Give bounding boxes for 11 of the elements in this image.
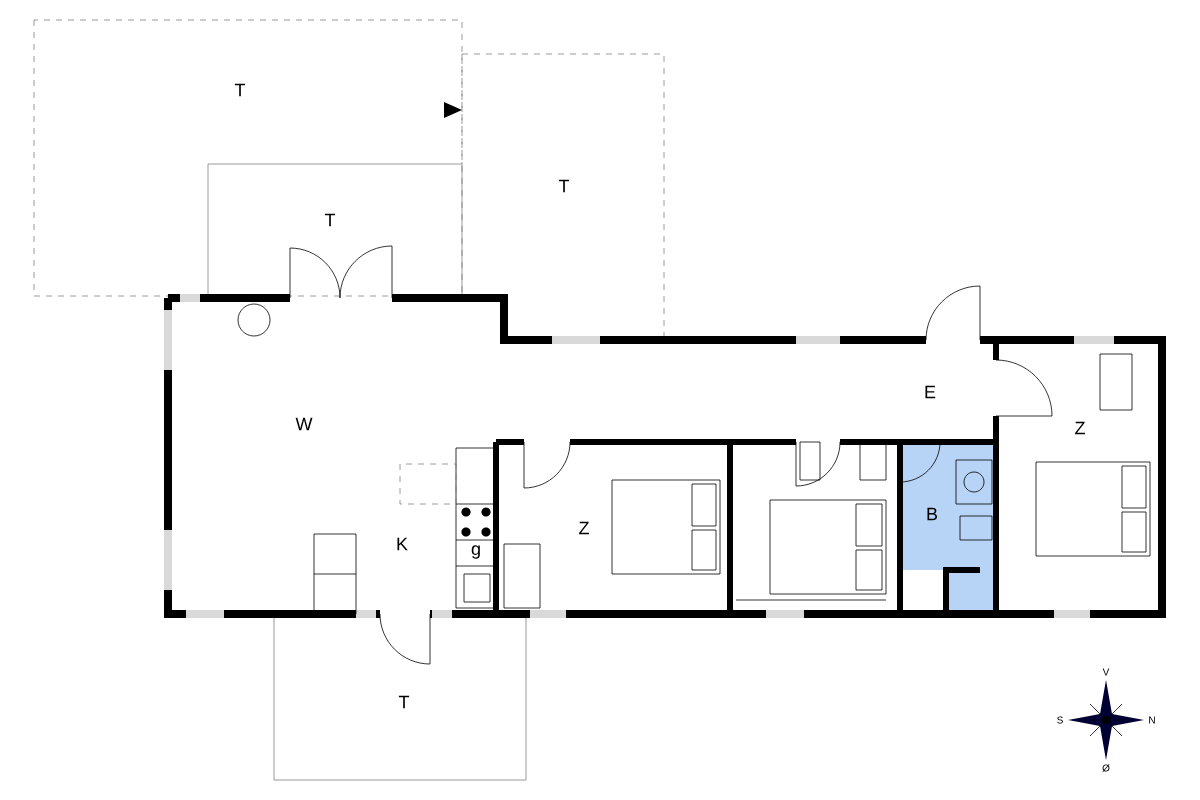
room-label: W [295, 417, 313, 431]
room-label: g [471, 545, 480, 559]
room-label: T [558, 179, 570, 193]
room-label: T [234, 83, 246, 97]
room-label: Z [579, 521, 589, 535]
room-label: Z [1075, 421, 1085, 435]
room-label: B [927, 507, 938, 521]
room-label: T [398, 695, 410, 709]
room-label: E [925, 385, 936, 399]
room-label: K [397, 537, 408, 551]
room-label: T [324, 213, 336, 227]
